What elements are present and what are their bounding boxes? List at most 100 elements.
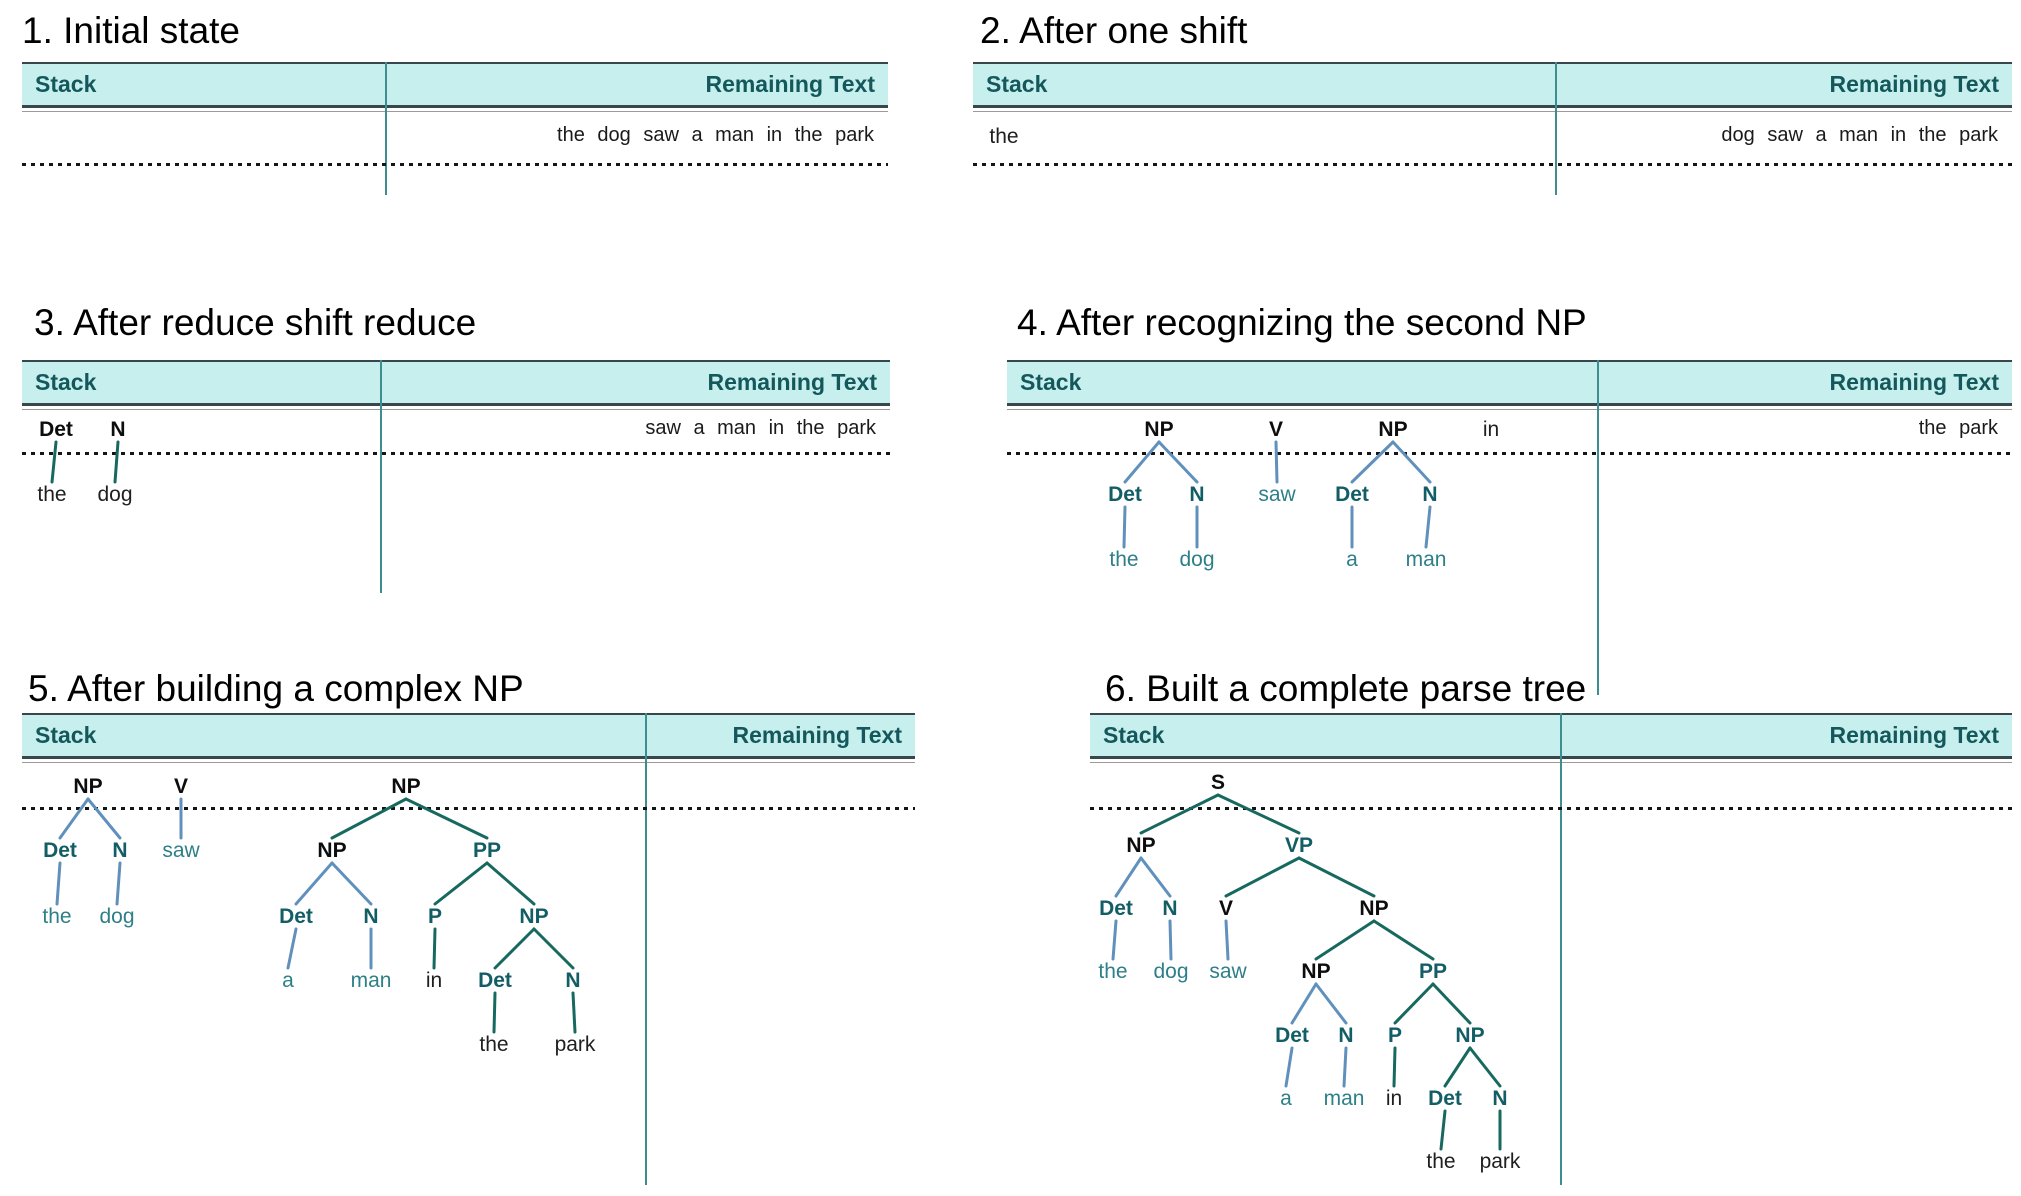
tree-node-det: Det xyxy=(1108,483,1142,506)
tree-node-n: N xyxy=(565,969,581,992)
tree-node-np: NP xyxy=(1144,418,1174,441)
tree-node-n: N xyxy=(1162,897,1178,920)
tree-node-pp: PP xyxy=(1418,960,1448,983)
column-divider-line xyxy=(380,360,382,593)
remaining-text-header: Remaining Text xyxy=(1829,71,1999,97)
tree-node-the: the xyxy=(989,125,1019,148)
tree-node-s: S xyxy=(1210,771,1226,794)
remaining-text-header: Remaining Text xyxy=(707,369,877,395)
header-subline xyxy=(1090,762,2012,763)
tree-node-np: NP xyxy=(1301,960,1331,983)
tree-edge xyxy=(433,861,489,906)
tree-node-p: P xyxy=(427,905,443,928)
tree-node-saw: saw xyxy=(1258,483,1296,506)
tree-edge xyxy=(86,797,122,840)
stack-header: Stack xyxy=(35,71,97,97)
tree-edge xyxy=(1372,919,1435,961)
tree-node-v: V xyxy=(173,775,189,798)
tree-node-n: N xyxy=(1422,483,1438,506)
tree-node-dog: dog xyxy=(97,483,133,506)
remaining-text-value: saw a man in the park xyxy=(645,417,876,439)
tree-edge xyxy=(493,927,536,970)
tree-node-det: Det xyxy=(1275,1024,1309,1047)
tree-node-the: the xyxy=(42,905,72,928)
tree-edge xyxy=(1111,919,1118,961)
tree-node-v: V xyxy=(1268,418,1284,441)
table-header-band: Stack Remaining Text xyxy=(973,62,2012,108)
stack-top-dotted-line xyxy=(22,452,890,455)
stack-top-dotted-line xyxy=(973,163,2012,166)
tree-node-det: Det xyxy=(39,418,73,441)
tree-node-np: NP xyxy=(1359,897,1389,920)
column-divider-line xyxy=(645,713,647,1185)
tree-node-in: in xyxy=(1482,418,1500,441)
tree-node-n: N xyxy=(112,839,128,862)
header-subline xyxy=(22,409,890,410)
remaining-text-value: dog saw a man in the park xyxy=(1721,124,1998,146)
tree-edge xyxy=(113,440,120,484)
tree-node-np: NP xyxy=(1455,1024,1485,1047)
tree-edge xyxy=(1290,982,1318,1025)
tree-node-pp: PP xyxy=(472,839,502,862)
tree-node-dog: dog xyxy=(1153,960,1189,983)
tree-edge xyxy=(55,861,62,906)
tree-node-np: NP xyxy=(317,839,347,862)
stack-header: Stack xyxy=(986,71,1048,97)
tree-edge xyxy=(1114,856,1143,898)
tree-node-man: man xyxy=(1405,548,1447,571)
header-subline xyxy=(973,111,2012,112)
tree-edge xyxy=(1139,856,1172,898)
tree-node-saw: saw xyxy=(1209,960,1247,983)
tree-edge xyxy=(571,991,577,1034)
tree-edge xyxy=(1468,1046,1502,1088)
remaining-text-value: the dog saw a man in the park xyxy=(557,124,874,146)
tree-edge xyxy=(1314,982,1348,1025)
tree-edge xyxy=(330,797,408,840)
tree-edge xyxy=(1392,1046,1397,1088)
tree-edge xyxy=(330,861,373,906)
tree-edge xyxy=(1216,793,1301,835)
stack-top-dotted-line xyxy=(22,807,915,810)
tree-node-the: the xyxy=(1426,1150,1456,1173)
tree-node-np: NP xyxy=(1126,834,1156,857)
tree-node-in: in xyxy=(425,969,443,992)
tree-node-man: man xyxy=(350,969,392,992)
tree-edge xyxy=(1424,505,1432,549)
tree-node-np: NP xyxy=(391,775,421,798)
tree-node-det: Det xyxy=(1428,1087,1462,1110)
column-divider-line xyxy=(385,62,387,195)
tree-edge xyxy=(1168,919,1173,961)
remaining-text-value: the park xyxy=(1918,417,1998,439)
tree-edge xyxy=(1314,919,1376,961)
tree-node-a: a xyxy=(1280,1087,1292,1110)
remaining-text-header: Remaining Text xyxy=(732,722,902,748)
stack-top-dotted-line xyxy=(1090,807,2012,810)
tree-node-dog: dog xyxy=(1179,548,1215,571)
stack-header: Stack xyxy=(1103,722,1165,748)
tree-node-vp: VP xyxy=(1284,834,1314,857)
tree-edge xyxy=(485,861,536,906)
tree-node-n: N xyxy=(1492,1087,1508,1110)
tree-edge xyxy=(58,797,90,840)
tree-edge xyxy=(115,861,122,906)
remaining-text-header: Remaining Text xyxy=(1829,369,1999,395)
tree-edge xyxy=(286,927,298,970)
column-divider-line xyxy=(1560,713,1562,1185)
tree-node-n: N xyxy=(1338,1024,1354,1047)
tree-edge xyxy=(1439,1109,1447,1151)
tree-node-v: V xyxy=(1218,897,1234,920)
tree-node-n: N xyxy=(1189,483,1205,506)
tree-edge xyxy=(1391,440,1432,484)
tree-edge xyxy=(492,991,497,1034)
tree-node-saw: saw xyxy=(162,839,200,862)
tree-edge xyxy=(1122,505,1127,549)
tree-edge xyxy=(1443,1046,1472,1088)
tree-node-man: man xyxy=(1323,1087,1365,1110)
panel-5-title: 5. After building a complex NP xyxy=(28,668,524,709)
header-subline xyxy=(22,111,888,112)
tree-node-det: Det xyxy=(279,905,313,928)
